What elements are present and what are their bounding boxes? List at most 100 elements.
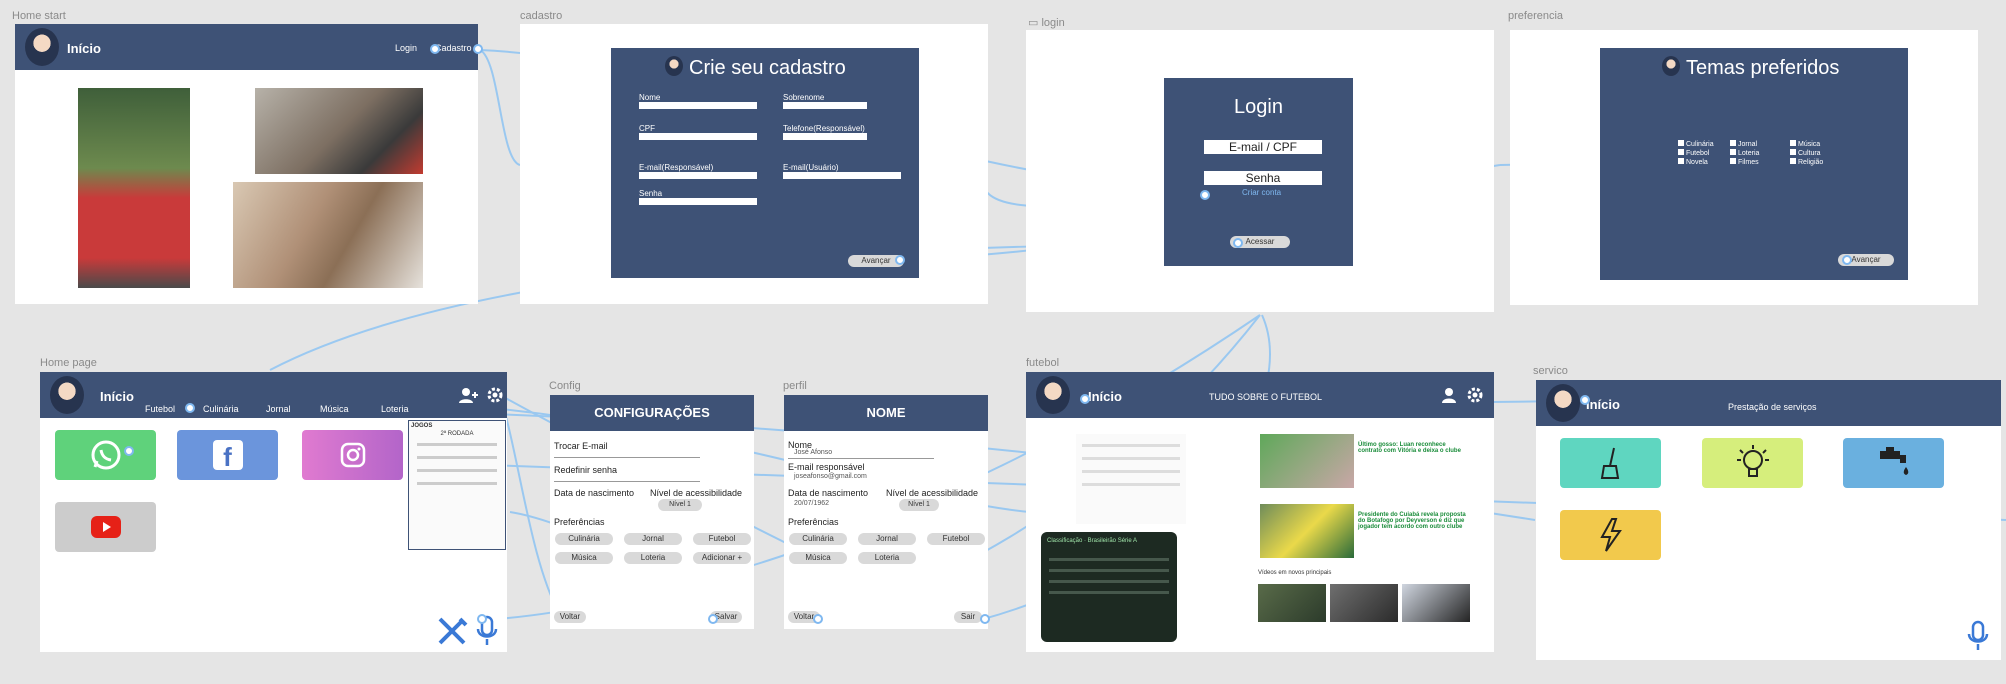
connection-handle[interactable] — [980, 614, 990, 624]
servico-subtitle: Prestação de serviços — [1728, 402, 1817, 412]
microphone-icon[interactable] — [476, 615, 498, 647]
connection-handle[interactable] — [708, 614, 718, 624]
connection-handle[interactable] — [430, 44, 440, 54]
matches-list[interactable] — [1076, 434, 1186, 524]
nav-jornal[interactable]: Jornal — [266, 404, 291, 414]
nivel-select[interactable]: Nível 1 — [658, 499, 702, 511]
salvar-button[interactable]: Salvar — [710, 611, 742, 623]
avatar-logo — [1546, 384, 1580, 422]
nav-futebol[interactable]: Futebol — [145, 404, 176, 414]
login-card: Login E-mail / CPF Senha Criar conta Ace… — [1164, 78, 1353, 266]
cleaning-tile[interactable] — [1560, 438, 1661, 488]
redefinir-senha-item[interactable]: Redefinir senha — [554, 465, 618, 475]
option-filmes[interactable]: Filmes — [1730, 158, 1790, 166]
plumbing-tile[interactable] — [1843, 438, 1944, 488]
trocar-email-item[interactable]: Trocar E-mail — [554, 441, 608, 451]
sair-button[interactable]: Sair — [954, 611, 982, 623]
option-futebol[interactable]: Futebol — [1678, 149, 1730, 157]
option-religiao[interactable]: Religião — [1790, 158, 1842, 166]
cpf-input[interactable] — [639, 133, 757, 140]
field-label-sobrenome: Sobrenome — [783, 93, 825, 102]
connection-handle[interactable] — [1200, 190, 1210, 200]
pref-loteria[interactable]: Loteria — [624, 552, 682, 564]
pref-culinaria[interactable]: Culinária — [555, 533, 613, 545]
videos-title: Vídeos em novos principais — [1258, 570, 1332, 576]
news-headline-1[interactable]: Último gosso: Luan reconhece contrato co… — [1358, 442, 1461, 454]
frame-label-login-text: login — [1041, 17, 1065, 29]
avancar-button[interactable]: Avançar — [848, 255, 904, 267]
perfil-frame: NOME Nome José Afonso E-mail responsável… — [784, 395, 988, 629]
tools-icon[interactable] — [436, 615, 470, 647]
divider — [788, 458, 934, 459]
connection-handle[interactable] — [1580, 395, 1590, 405]
criar-conta-link[interactable]: Criar conta — [1242, 188, 1282, 197]
connection-handle[interactable] — [185, 403, 195, 413]
video-thumb-1[interactable] — [1258, 584, 1326, 622]
option-jornal[interactable]: Jornal — [1730, 140, 1790, 148]
connection-handle[interactable] — [1080, 394, 1090, 404]
video-thumb-2[interactable] — [1330, 584, 1398, 622]
data-nascimento-item[interactable]: Data de nascimento — [554, 488, 635, 498]
pref-futebol[interactable]: Futebol — [693, 533, 751, 545]
frame-label-config: Config — [549, 380, 581, 392]
connection-handle[interactable] — [895, 255, 905, 265]
connection-handle[interactable] — [477, 614, 487, 624]
email-resp-input[interactable] — [639, 172, 757, 179]
email-cpf-input[interactable]: E-mail / CPF — [1204, 140, 1322, 154]
option-culinaria[interactable]: Culinária — [1678, 140, 1730, 148]
facebook-tile[interactable]: f — [177, 430, 278, 480]
news-photo-2[interactable] — [1260, 504, 1354, 558]
nav-musica[interactable]: Música — [320, 404, 349, 414]
gear-icon[interactable] — [486, 386, 504, 404]
header — [40, 372, 507, 418]
youtube-tile[interactable] — [55, 502, 156, 552]
avancar-button[interactable]: Avançar — [1838, 254, 1894, 266]
games-widget[interactable]: JOGOS 2ª RODADA — [408, 420, 506, 550]
option-loteria[interactable]: Loteria — [1730, 149, 1790, 157]
whatsapp-tile[interactable] — [55, 430, 156, 480]
instagram-tile[interactable] — [302, 430, 403, 480]
senha-input[interactable]: Senha — [1204, 171, 1322, 185]
connection-handle[interactable] — [124, 446, 134, 456]
add-pref-button[interactable]: Adicionar + — [693, 552, 751, 564]
nome-input[interactable] — [639, 102, 757, 109]
connection-handle[interactable] — [473, 44, 483, 54]
telefone-input[interactable] — [783, 133, 867, 140]
pref-jornal[interactable]: Jornal — [624, 533, 682, 545]
option-musica[interactable]: Música — [1790, 140, 1842, 148]
sobrenome-input[interactable] — [783, 102, 867, 109]
connection-handle[interactable] — [1842, 255, 1852, 265]
cadastro-card: Crie seu cadastro Nome Sobrenome CPF Tel… — [611, 48, 919, 278]
senha-input[interactable] — [639, 198, 757, 205]
microphone-icon[interactable] — [1967, 620, 1989, 652]
games-widget-round: 2ª RODADA — [440, 431, 474, 437]
standings-widget[interactable]: Classificação · Brasileirão Série A — [1041, 532, 1177, 642]
news-photo-1[interactable] — [1260, 434, 1354, 488]
email-user-input[interactable] — [783, 172, 901, 179]
nav-culinaria[interactable]: Culinária — [203, 404, 239, 414]
login-frame: Login E-mail / CPF Senha Criar conta Ace… — [1026, 30, 1494, 312]
login-link[interactable]: Login — [395, 43, 418, 53]
news-headline-2[interactable]: Presidente do Cuiabá revela proposta do … — [1358, 512, 1466, 530]
electricity-tile[interactable] — [1560, 510, 1661, 560]
page-title: Início — [67, 41, 101, 56]
config-frame: CONFIGURAÇÕES Trocar E-mail Redefinir se… — [550, 395, 754, 629]
nav-loteria[interactable]: Loteria — [381, 404, 409, 414]
connection-handle[interactable] — [813, 614, 823, 624]
voltar-button[interactable]: Voltar — [788, 611, 820, 623]
option-novela[interactable]: Novela — [1678, 158, 1730, 166]
cadastro-link[interactable]: Cadastro — [435, 43, 472, 53]
voltar-button[interactable]: Voltar — [554, 611, 586, 623]
header — [15, 24, 478, 70]
option-cultura[interactable]: Cultura — [1790, 149, 1842, 157]
connection-handle[interactable] — [1233, 238, 1243, 248]
gear-icon[interactable] — [1466, 386, 1484, 404]
acessar-button[interactable]: Acessar — [1230, 236, 1290, 248]
video-thumb-3[interactable] — [1402, 584, 1470, 622]
electrician-tile[interactable] — [1702, 438, 1803, 488]
field-label-telefone: Telefone(Responsável) — [783, 124, 865, 133]
pref-musica[interactable]: Música — [555, 552, 613, 564]
preferencia-options: Culinária Jornal Música Futebol Loteria … — [1678, 140, 1842, 166]
user-icon[interactable] — [1440, 386, 1458, 404]
user-add-icon[interactable] — [458, 386, 480, 404]
